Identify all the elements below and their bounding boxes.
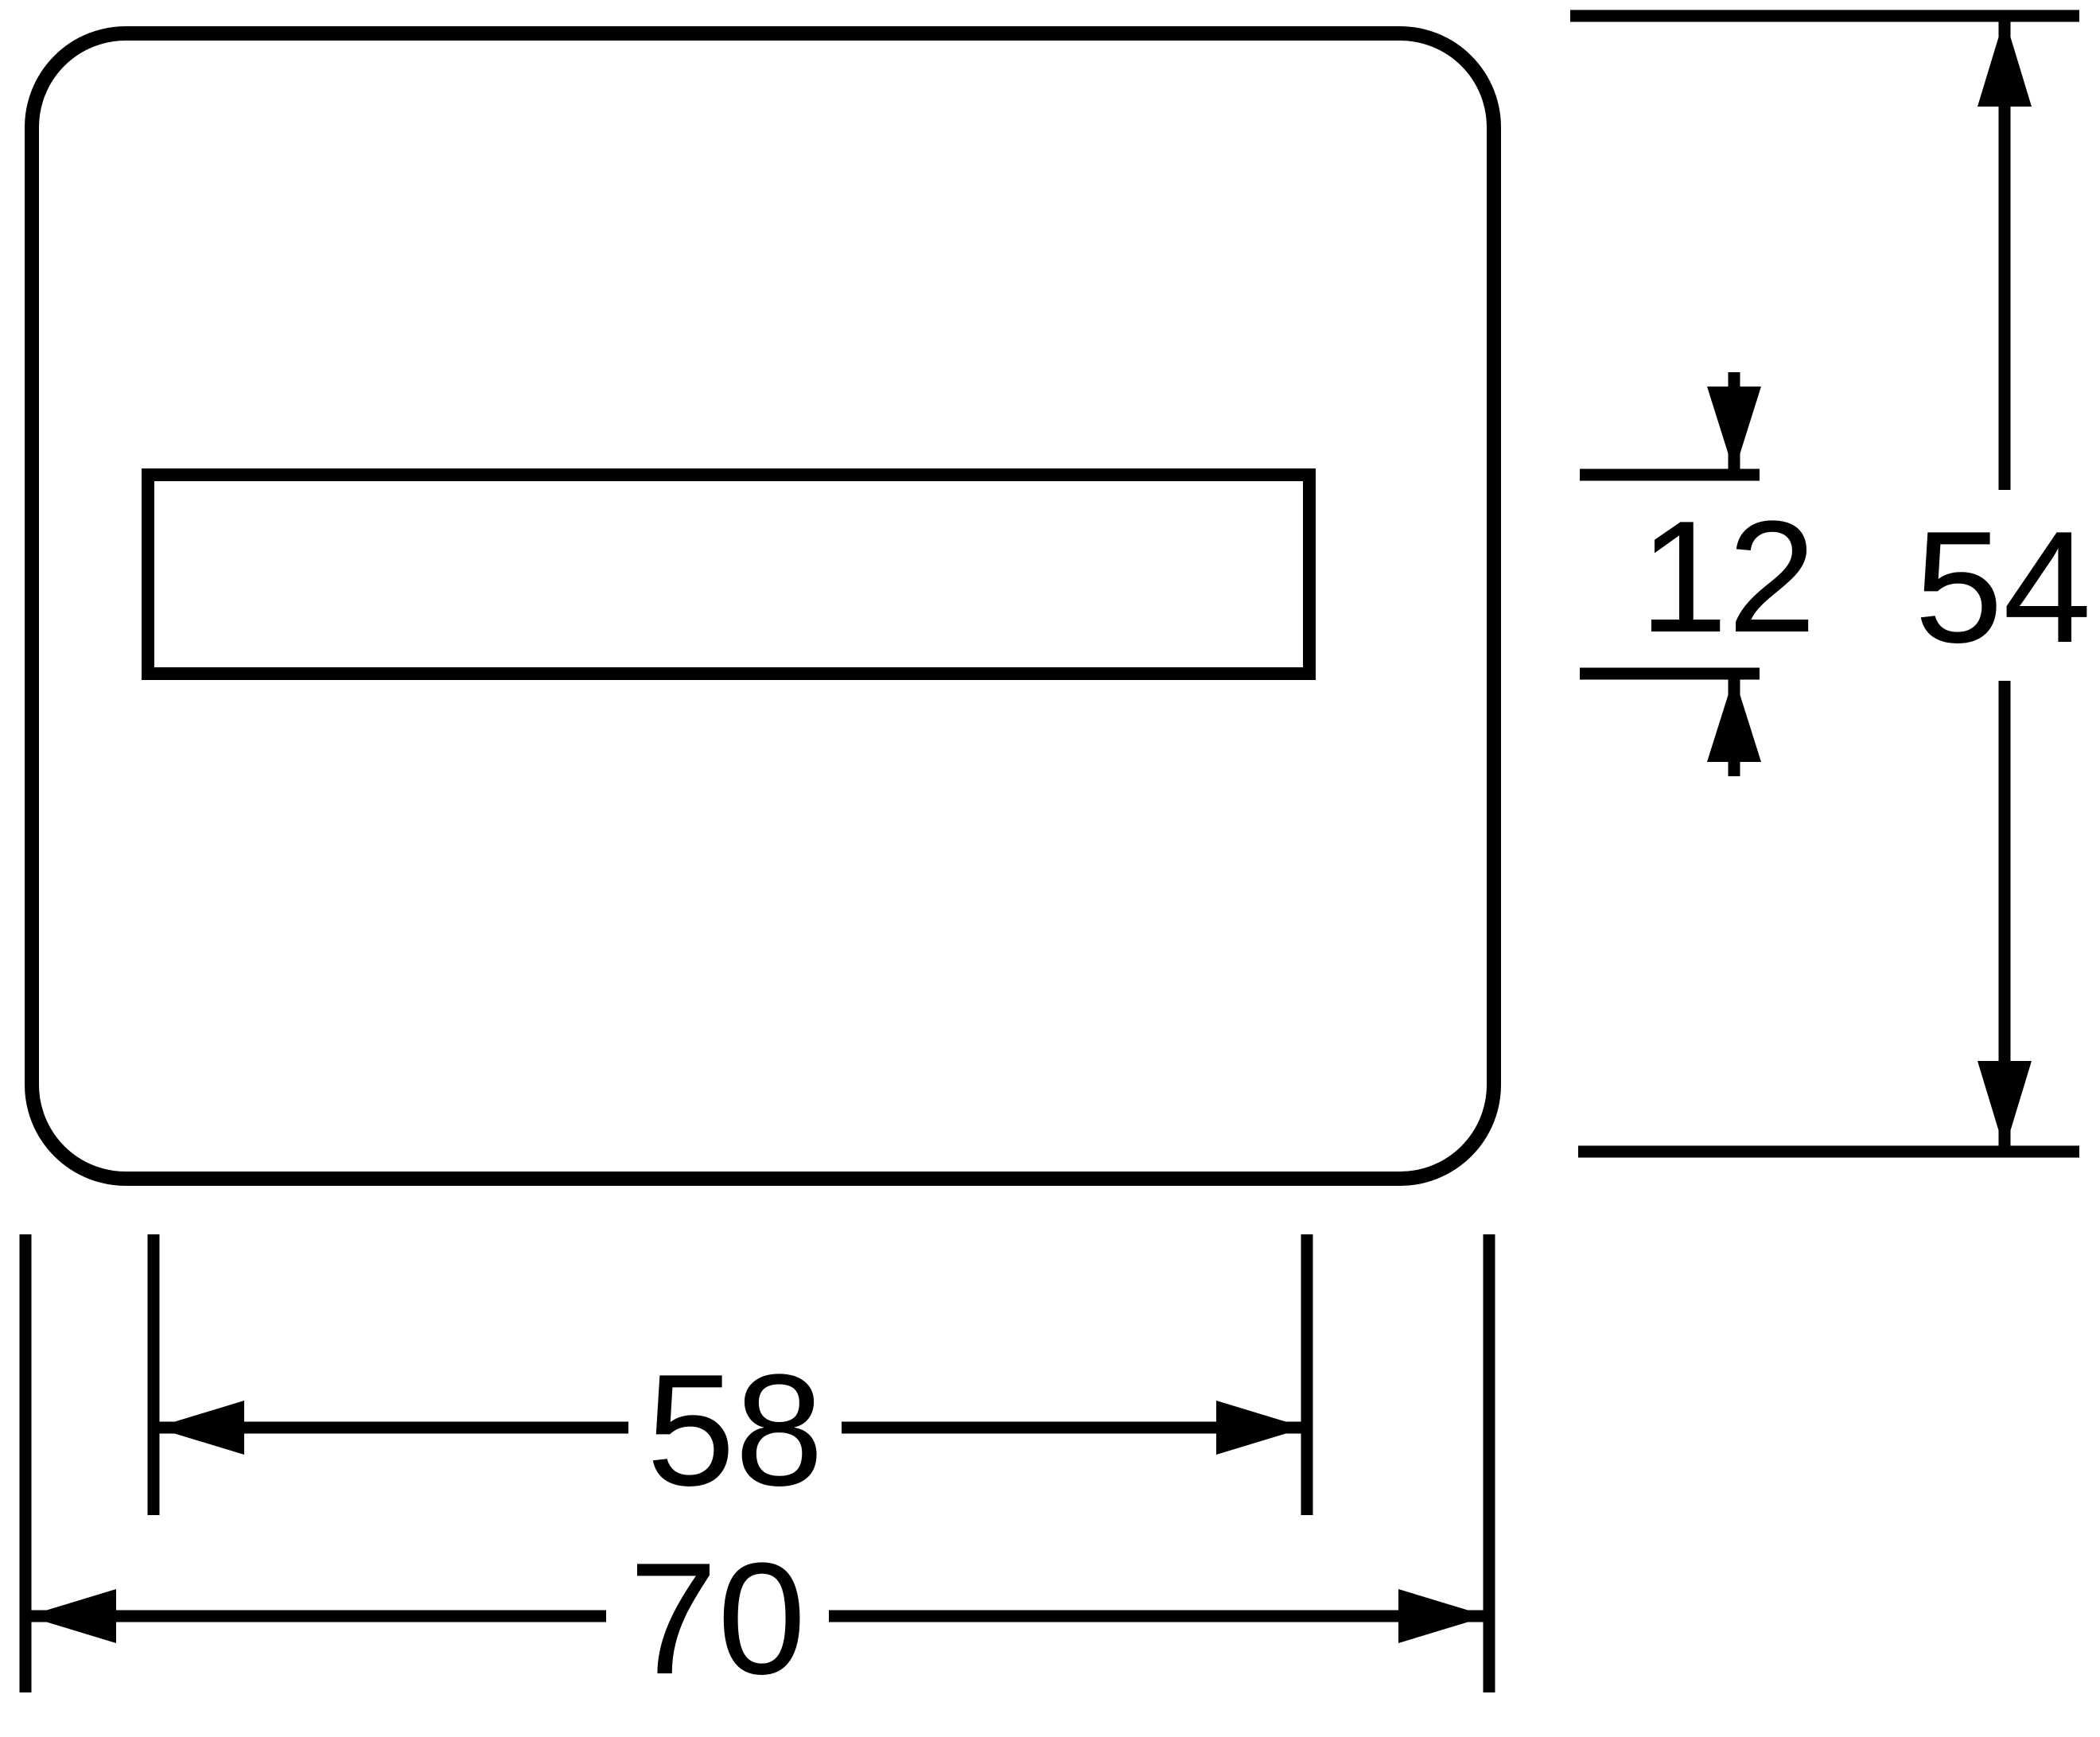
dimension-70: 70 (19, 1234, 1495, 1708)
dim-54-arrow-up-icon (1978, 17, 2032, 107)
dim-70-arrow-right-icon (1398, 1589, 1488, 1643)
dimension-12: 12 (1580, 372, 1816, 776)
dim-label-58: 58 (647, 1342, 823, 1519)
dim-58-arrow-left-icon (155, 1401, 244, 1455)
dim-label-70: 70 (629, 1530, 806, 1708)
label-slot (142, 468, 1316, 680)
dimension-58: 58 (147, 1234, 1313, 1519)
dimension-54: 54 (1570, 10, 2091, 1158)
dim-label-12: 12 (1639, 488, 1816, 666)
dim-label-54: 54 (1915, 499, 2091, 676)
dim-54-arrow-down-icon (1978, 1061, 2032, 1150)
dim-58-arrow-right-icon (1216, 1401, 1305, 1455)
dim-12-arrow-up-icon (1707, 676, 1761, 762)
dim-12-arrow-down-icon (1707, 387, 1761, 472)
dim-70-arrow-left-icon (27, 1589, 116, 1643)
